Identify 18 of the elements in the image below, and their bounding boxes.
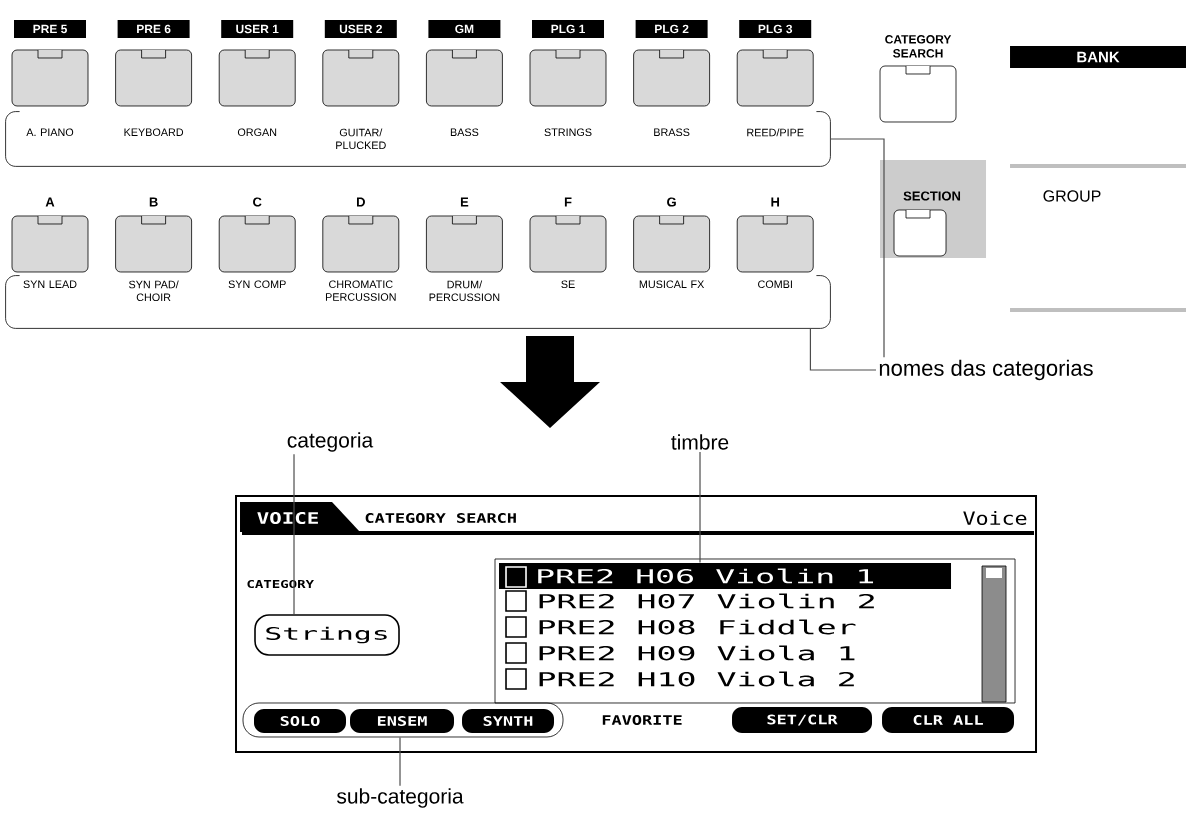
leader-line (699, 451, 701, 564)
screen-title: Voice (963, 511, 1027, 525)
leader-line (293, 453, 295, 615)
list-row: PRE2 H10 Viola 2 (505, 668, 854, 690)
list-row: PRE2 H07 Violin 2 (505, 590, 874, 612)
screen-tab: VOICE (240, 502, 360, 532)
group-label: GROUP (1043, 190, 1101, 202)
caption-text: sub-categoria (337, 788, 464, 808)
highlighted-row: PRE2 H06 Violin 1 (499, 563, 951, 589)
leader-line (399, 736, 401, 787)
leader-line (809, 327, 877, 371)
list-row: PRE2 H09 Viola 1 (505, 642, 855, 664)
caption-text: timbre (671, 434, 729, 450)
list-row: PRE2 H08 Fiddler (505, 616, 856, 638)
caption-text: nomes das categorias (879, 359, 1093, 381)
caption-text: categoria (287, 432, 374, 452)
leader-line (829, 138, 885, 358)
category-field: Strings (254, 614, 400, 656)
